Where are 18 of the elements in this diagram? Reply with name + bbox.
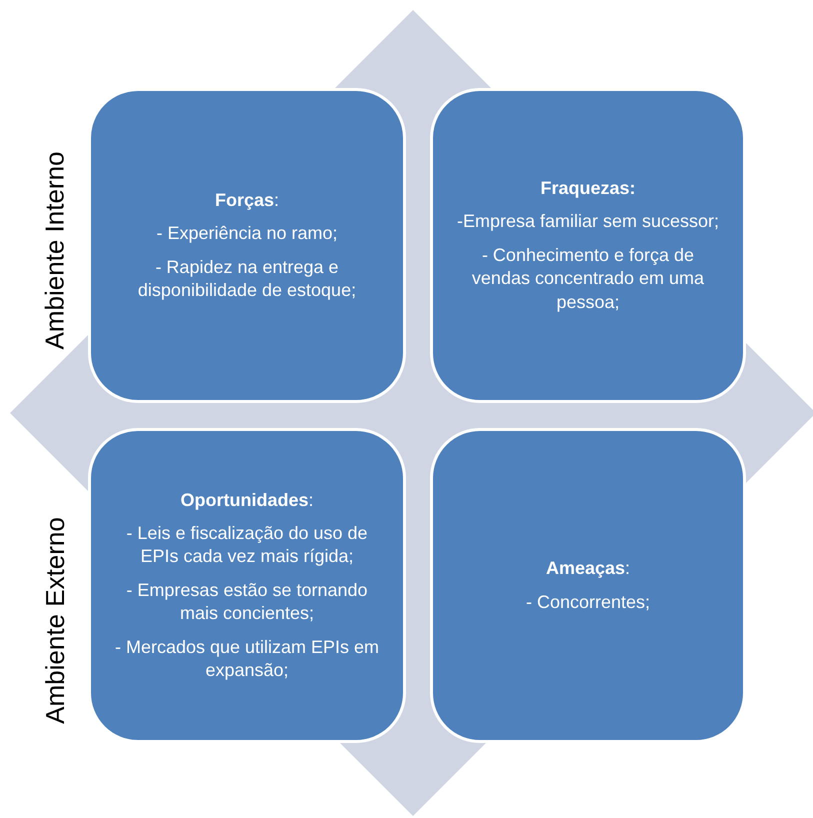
quadrant-item: - Experiência no ramo; [156, 222, 338, 246]
quadrant-card [88, 428, 406, 743]
quadrant-heading: Fraquezas: [540, 177, 636, 200]
quadrant-heading: Ameaças: [546, 557, 630, 580]
quadrant-heading: Oportunidades: [180, 488, 314, 512]
quadrant-heading: Forças: [214, 188, 280, 212]
quadrant-item: - Conhecimento e força de vendas concentrado em uma pessoa; [470, 244, 706, 314]
quadrant-item: - Mercados que utilizam EPIs em expansão; [114, 636, 380, 682]
quadrant-item: - Concorrentes; [526, 590, 650, 614]
quadrant-card [88, 88, 406, 403]
quadrant-item: - Empresas estão se tornando mais concientes; [125, 578, 369, 626]
quadrant-item: - Leis e fiscalização do uso de EPIs cada vez mais rígida; [125, 522, 369, 568]
axis-label: Ambiente Externo [38, 516, 70, 724]
quadrant-card [430, 428, 746, 743]
quadrant-item: - Rapidez na entrega e disponibilidade de estoque; [136, 256, 358, 302]
axis-label: Ambiente Interno [38, 151, 70, 349]
quadrant-item: -Empresa familiar sem sucessor; [456, 210, 720, 234]
quadrant-card [430, 88, 746, 403]
